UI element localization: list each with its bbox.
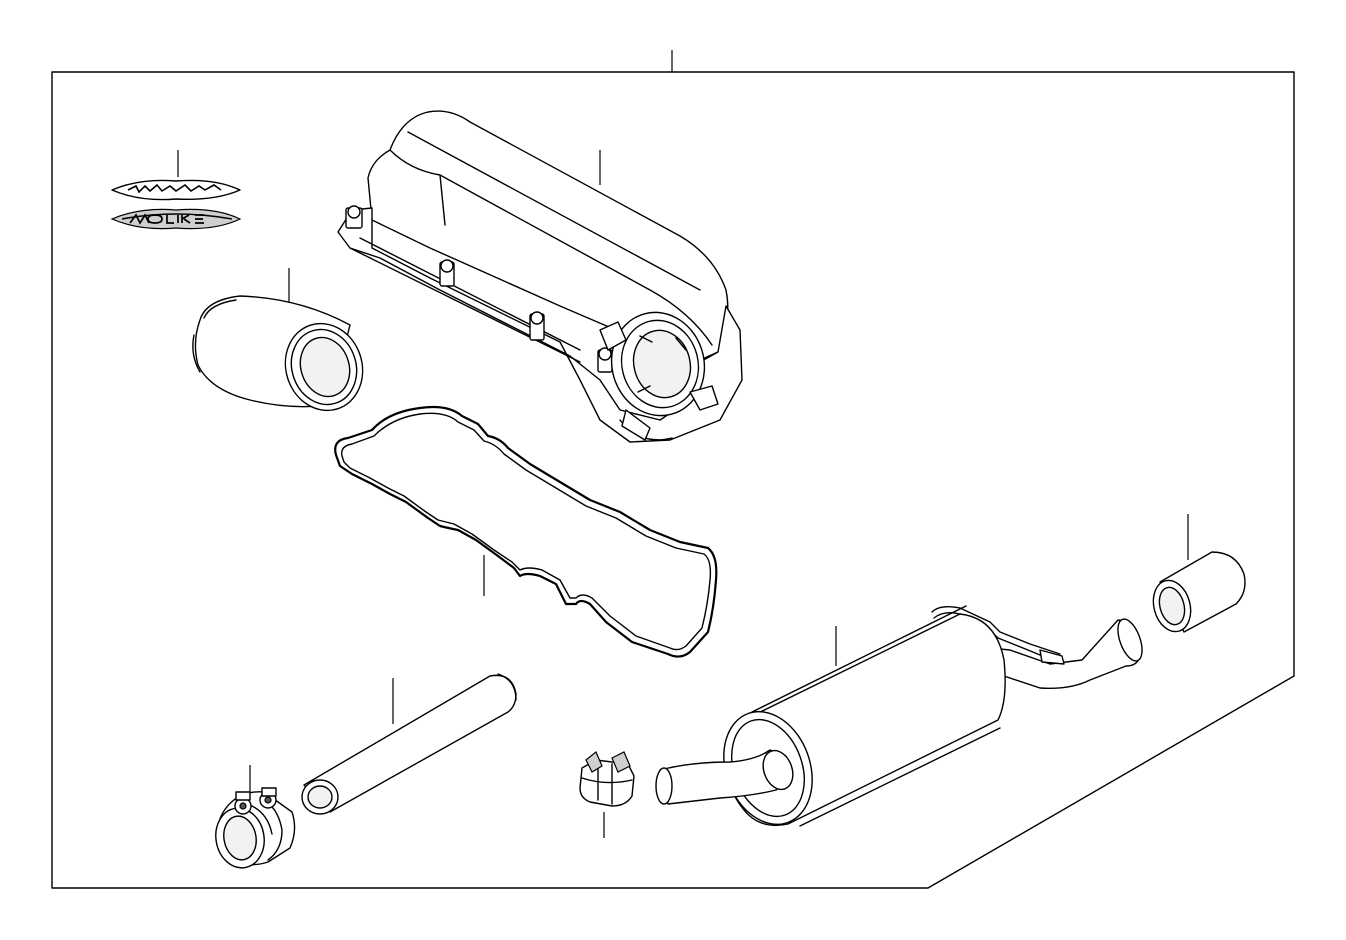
connecting-pipe — [301, 673, 517, 815]
diagram-frame — [51, 50, 1295, 889]
emblem-labels — [110, 150, 242, 230]
intake-silencer-housing — [337, 110, 743, 443]
housing-gasket — [334, 405, 718, 658]
exhaust-clamp-large — [215, 765, 296, 869]
exhaust-clamp-small — [579, 751, 635, 838]
rear-silencer — [655, 605, 1143, 827]
air-filter-cartridge — [192, 268, 364, 412]
pipe-sleeve — [1152, 514, 1246, 633]
